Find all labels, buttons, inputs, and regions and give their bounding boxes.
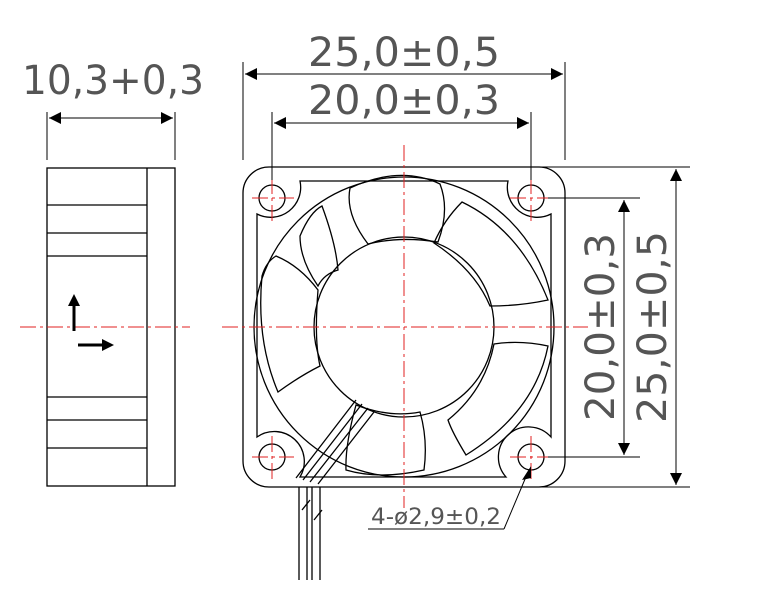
airflow-arrow-icon [68, 294, 80, 331]
side-thickness-dimension [46, 112, 176, 160]
hole-spacing-height-label: 20,0±0,3 [578, 233, 624, 421]
fan-blade [299, 205, 339, 288]
hole-spacing-width-dimension [271, 112, 532, 180]
fan-blade [348, 174, 446, 245]
overall-height-dimension [537, 166, 690, 488]
overall-height-label: 25,0±0,5 [630, 231, 676, 423]
front-view-centerlines [222, 145, 588, 508]
fan-blade [433, 201, 549, 307]
fan-blade [345, 404, 426, 476]
hole-spacing-width-label: 20,0±0,3 [308, 78, 500, 124]
fan-blade [260, 255, 321, 394]
mounting-hole-label: 4-ø2,9±0,2 [371, 505, 501, 530]
side-thickness-label: 10,3+0,3 [22, 58, 204, 104]
hole-spacing-height-dimension [548, 197, 640, 458]
fan-inner-frame [256, 180, 552, 478]
overall-width-label: 25,0±0,5 [308, 30, 500, 76]
rotation-arrow-icon [78, 339, 114, 351]
mounting-hole-leader [368, 466, 531, 530]
fan-wires [295, 399, 375, 580]
overall-width-dimension [242, 62, 566, 160]
fan-blade [447, 341, 549, 456]
